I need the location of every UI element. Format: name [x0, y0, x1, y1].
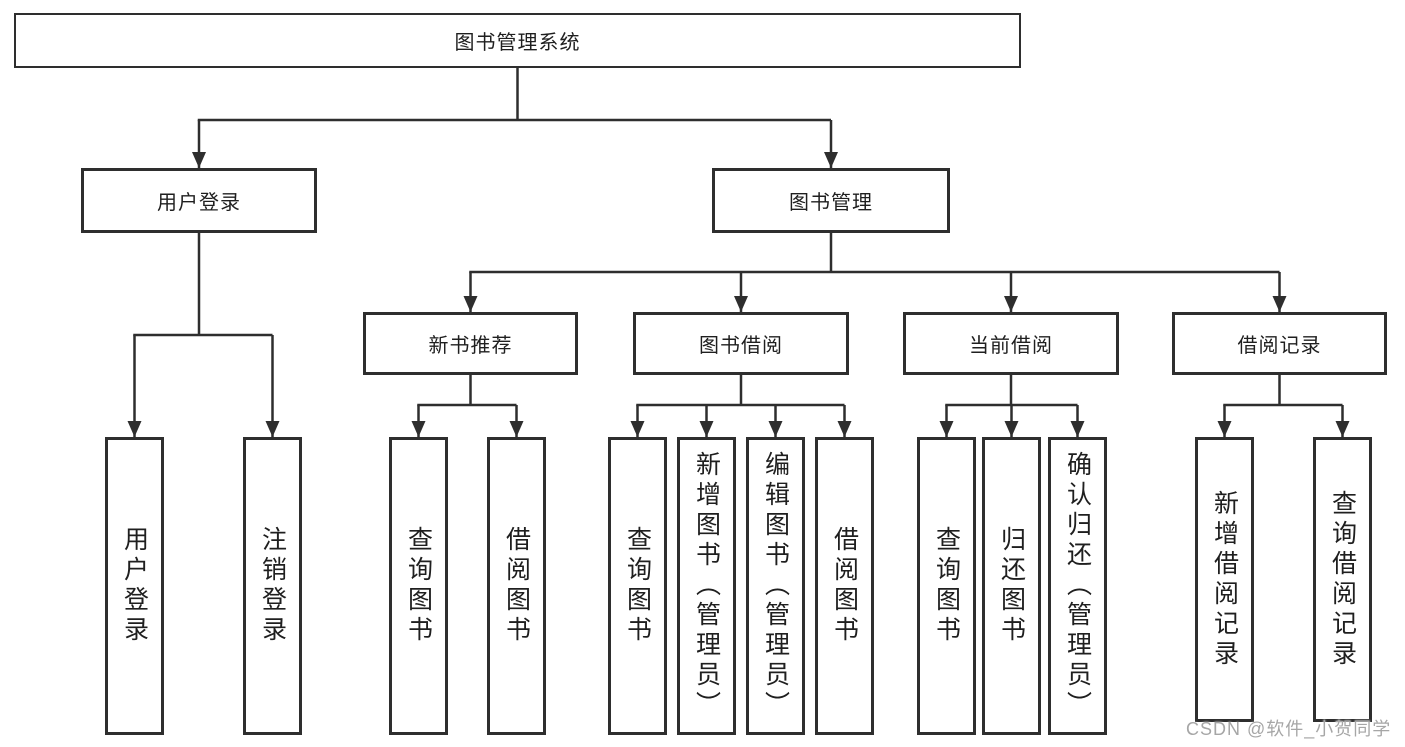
leaf-borrow-book-label: 借阅图书: [830, 526, 859, 646]
node-current-borrow-label: 当前借阅: [969, 335, 1053, 357]
leaf-return-book: 归还图书: [982, 437, 1041, 735]
leaf-borrow-query-book: 查询图书: [608, 437, 667, 735]
node-book-borrow: 图书借阅: [633, 312, 849, 375]
node-borrow-record: 借阅记录: [1172, 312, 1387, 375]
leaf-user-login: 用户登录: [105, 437, 164, 735]
leaf-add-borrow-record: 新增借阅记录: [1195, 437, 1254, 722]
leaf-confirm-return-admin-label: 确认归还（管理员）: [1063, 451, 1092, 721]
leaf-logout-label: 注销登录: [258, 526, 287, 646]
node-current-borrow: 当前借阅: [903, 312, 1119, 375]
leaf-edit-book-admin-label: 编辑图书（管理员）: [761, 451, 790, 721]
node-borrow-record-label: 借阅记录: [1237, 335, 1322, 357]
leaf-add-book-admin-label: 新增图书（管理员）: [692, 451, 721, 721]
leaf-add-borrow-record-label: 新增借阅记录: [1210, 489, 1239, 670]
node-user-login-label: 用户登录: [157, 192, 241, 214]
node-new-book-recommend-label: 新书推荐: [428, 335, 513, 357]
leaf-edit-book-admin: 编辑图书（管理员）: [746, 437, 805, 735]
leaf-recommend-borrow-book-label: 借阅图书: [502, 526, 531, 646]
leaf-recommend-query-book-label: 查询图书: [404, 526, 433, 646]
leaf-query-borrow-record: 查询借阅记录: [1313, 437, 1372, 722]
node-book-management: 图书管理: [712, 168, 950, 233]
node-book-borrow-label: 图书借阅: [699, 335, 783, 357]
leaf-user-login-label: 用户登录: [120, 526, 149, 646]
node-new-book-recommend: 新书推荐: [363, 312, 578, 375]
leaf-borrow-book: 借阅图书: [815, 437, 874, 735]
leaf-query-borrow-record-label: 查询借阅记录: [1328, 489, 1357, 670]
node-user-login: 用户登录: [81, 168, 317, 233]
leaf-recommend-borrow-book: 借阅图书: [487, 437, 546, 735]
node-root-system: 图书管理系统: [14, 13, 1021, 68]
node-book-management-label: 图书管理: [789, 192, 873, 214]
leaf-add-book-admin: 新增图书（管理员）: [677, 437, 736, 735]
leaf-logout: 注销登录: [243, 437, 302, 735]
leaf-recommend-query-book: 查询图书: [389, 437, 448, 735]
leaf-confirm-return-admin: 确认归还（管理员）: [1048, 437, 1107, 735]
leaf-return-book-label: 归还图书: [997, 526, 1026, 646]
leaf-current-query-book: 查询图书: [917, 437, 976, 735]
node-root-label: 图书管理系统: [454, 32, 581, 54]
leaf-borrow-query-book-label: 查询图书: [623, 526, 652, 646]
leaf-current-query-book-label: 查询图书: [932, 526, 961, 646]
csdn-watermark: CSDN @软件_小贺同学: [1186, 719, 1392, 739]
